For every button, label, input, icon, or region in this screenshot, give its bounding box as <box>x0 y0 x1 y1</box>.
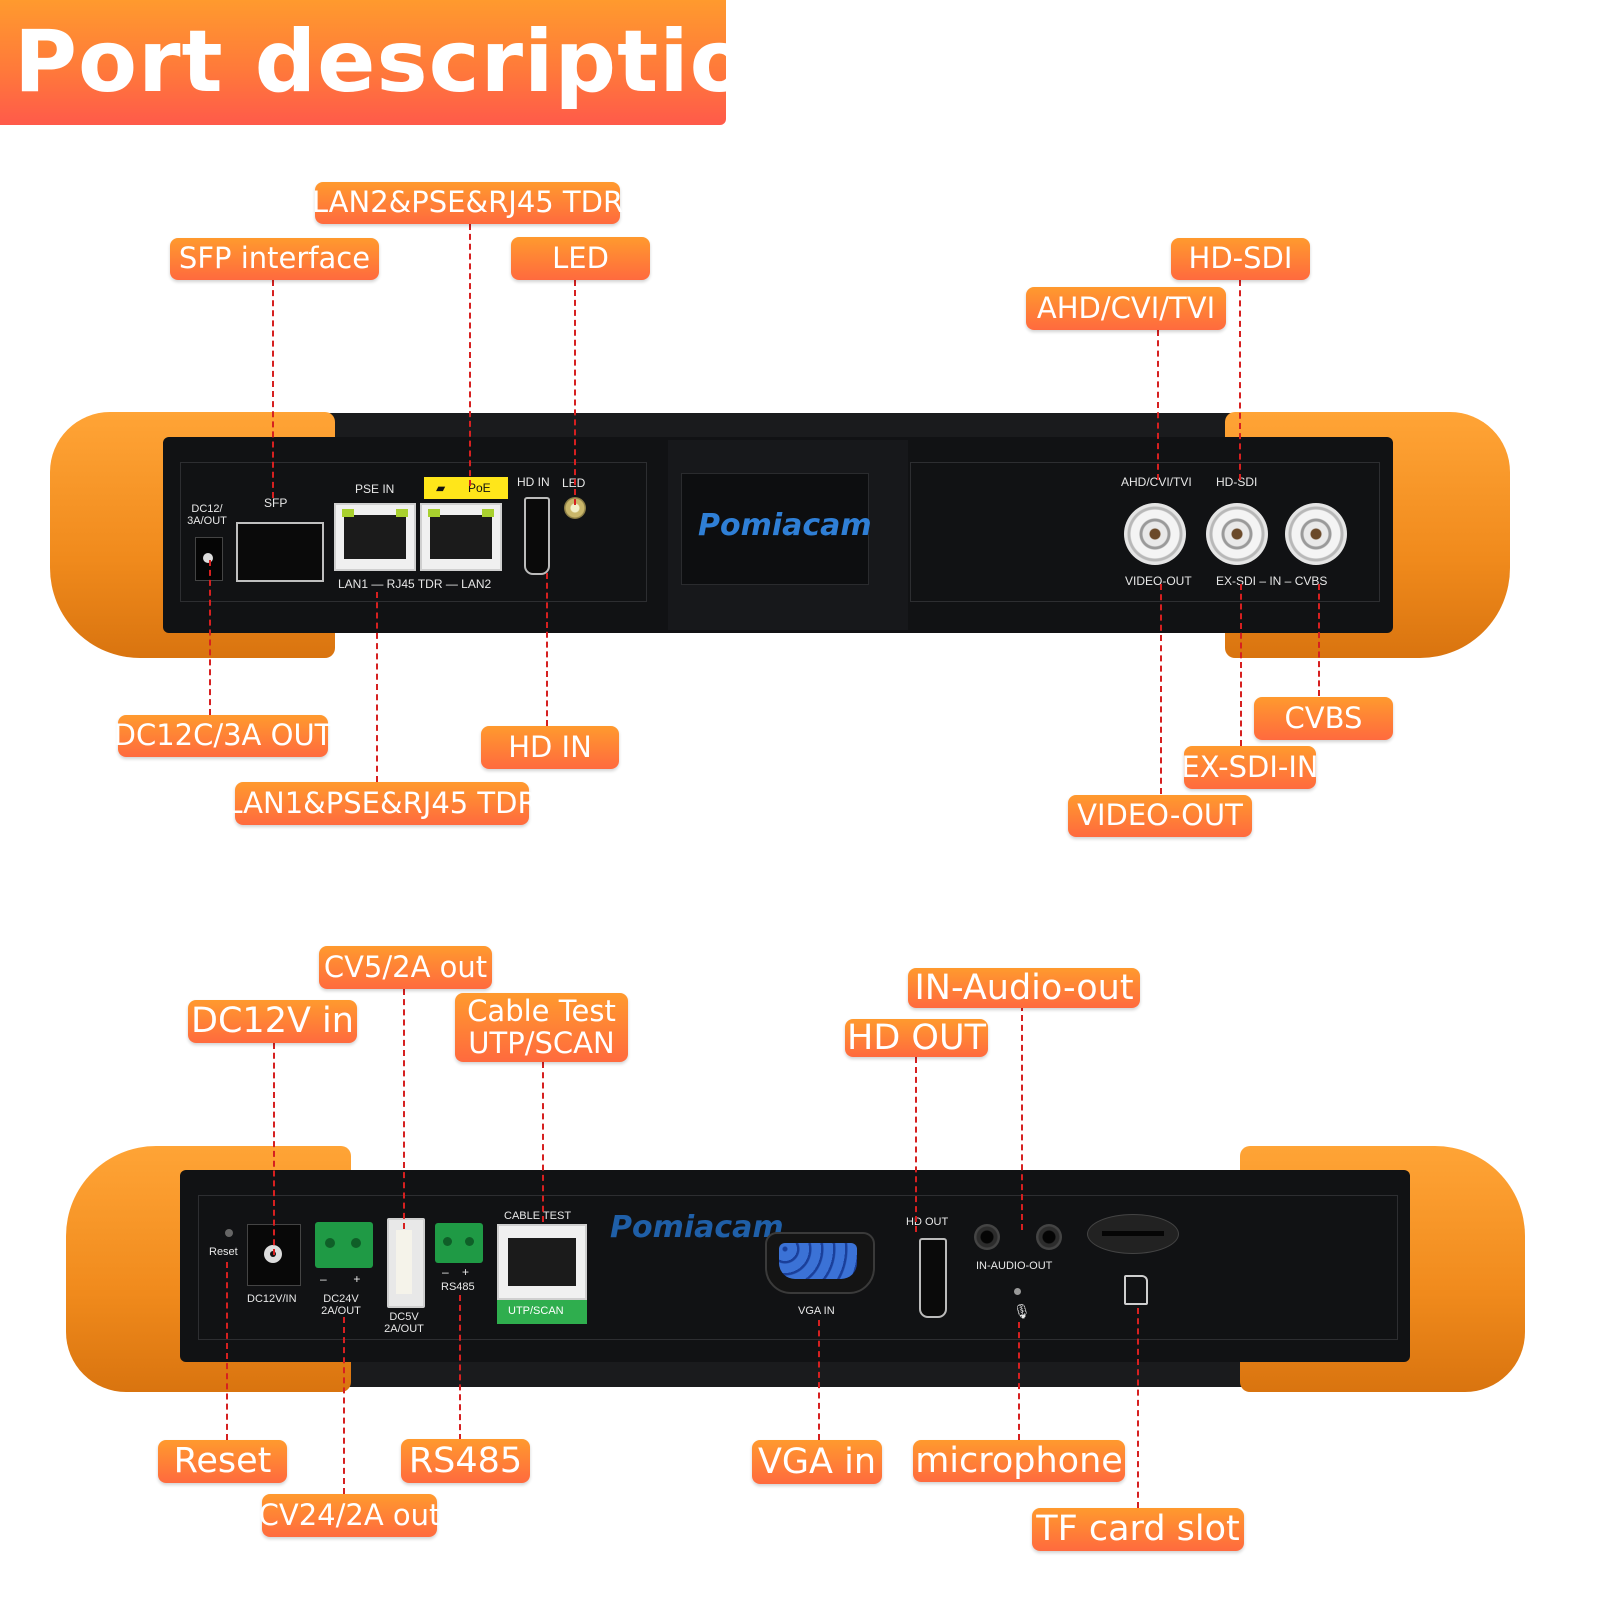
utp-scan-badge: UTP/SCAN <box>497 1300 587 1324</box>
callout-video-out: VIDEO-OUT <box>1068 795 1252 837</box>
ahd-label: AHD/CVI/TVI <box>1121 475 1192 489</box>
leader-line <box>209 560 211 715</box>
callout-led: LED <box>511 237 650 280</box>
page-header: Port description <box>0 0 811 125</box>
callout-ex-sdi: EX-SDI-IN <box>1181 746 1319 789</box>
microphone-icon: 🎙 <box>1013 1303 1031 1319</box>
terminal-block-icon <box>435 1223 483 1263</box>
leader-line <box>574 280 576 505</box>
leader-line <box>1018 1322 1020 1440</box>
dc24v-label: DC24V 2A/OUT <box>321 1293 361 1318</box>
sfp-label: SFP <box>264 496 288 510</box>
hd-in-label: HD IN <box>517 475 550 489</box>
leader-line <box>343 1317 345 1494</box>
bnc-connector-icon <box>1206 503 1268 565</box>
vga-in-label: VGA IN <box>798 1305 835 1317</box>
leader-line <box>226 1262 228 1440</box>
callout-cv24: CV24/2A out <box>259 1494 440 1537</box>
video-out-label: VIDEO-OUT <box>1125 574 1192 588</box>
ex-sdi-row-label: EX-SDI – IN – CVBS <box>1216 574 1328 588</box>
leader-line <box>272 280 274 498</box>
callout-ahd: AHD/CVI/TVI <box>1026 287 1226 330</box>
leader-line <box>546 573 548 726</box>
audio-jack-icon <box>974 1224 1000 1250</box>
callout-dc12v: DC12V in <box>188 1000 357 1043</box>
port-bay <box>198 1195 1398 1340</box>
leader-line <box>1021 1005 1023 1230</box>
page-title: Port description <box>14 12 812 112</box>
sfp-port-icon <box>236 522 324 582</box>
leader-line <box>1318 584 1320 696</box>
dc5v-label: DC5V 2A/OUT <box>384 1311 424 1336</box>
usb-port-icon <box>387 1218 425 1308</box>
callout-cv5: CV5/2A out <box>319 946 492 989</box>
audio-jack-icon <box>1036 1224 1062 1250</box>
reset-hole[interactable] <box>225 1229 233 1237</box>
tf-slot <box>1087 1214 1179 1254</box>
callout-hd-out: HD OUT <box>845 1019 988 1057</box>
callout-tf-card: TF card slot <box>1032 1508 1244 1551</box>
leader-line <box>1160 584 1162 794</box>
vga-port-icon <box>765 1232 875 1294</box>
callout-hd-sdi: HD-SDI <box>1171 238 1310 280</box>
leader-line <box>1240 584 1242 746</box>
leader-line <box>818 1320 820 1440</box>
callout-hd-in: HD IN <box>481 726 619 769</box>
brand-logo: Pomiacam <box>698 508 872 543</box>
rs485-label: RS485 <box>441 1281 475 1293</box>
leader-line <box>542 1062 544 1222</box>
callout-reset: Reset <box>158 1440 287 1483</box>
callout-vga: VGA in <box>752 1440 882 1484</box>
microphone-hole <box>1014 1288 1021 1295</box>
callout-sfp: SFP interface <box>170 238 379 280</box>
bnc-connector-icon <box>1124 503 1186 565</box>
tf-card-icon <box>1124 1275 1148 1305</box>
callout-microphone: microphone <box>913 1440 1125 1482</box>
leader-line <box>915 1057 917 1232</box>
poe-badge: ▰ PoE <box>424 477 508 499</box>
hdmi-port-icon <box>524 497 550 575</box>
callout-in-audio: IN-Audio-out <box>908 968 1140 1008</box>
leader-line <box>376 592 378 782</box>
rj45-port-icon <box>334 503 416 571</box>
rj45-port-icon <box>497 1224 587 1300</box>
callout-dc-out: DC12C/3A OUT <box>114 715 332 757</box>
hdmi-port-icon <box>919 1238 947 1318</box>
bnc-connector-icon <box>1285 503 1347 565</box>
leader-line <box>1137 1308 1139 1508</box>
dc12v-in-label: DC12V/IN <box>247 1293 297 1305</box>
left-port-bay <box>180 462 647 602</box>
right-port-bay <box>910 462 1380 602</box>
camera-icon: ▰ <box>436 481 446 495</box>
hd-out-label: HD OUT <box>906 1216 949 1228</box>
pse-in-label: PSE IN <box>355 482 395 496</box>
terminal-block-icon <box>315 1222 373 1268</box>
leader-line <box>469 224 471 486</box>
audio-label: IN-AUDIO-OUT <box>976 1260 1053 1272</box>
callout-lan2: LAN2&PSE&RJ45 TDR <box>312 182 623 224</box>
brand-logo: Pomiacam <box>610 1210 784 1245</box>
callout-rs485: RS485 <box>401 1439 530 1483</box>
led-indicator <box>564 497 586 519</box>
led-label: LED <box>562 476 586 490</box>
brand-window: Pomiacam <box>681 473 872 585</box>
callout-cvbs: CVBS <box>1254 697 1393 740</box>
rj45-port-icon <box>420 503 502 571</box>
utp-scan-label: UTP/SCAN <box>508 1305 564 1317</box>
dc-out-label: DC12/ 3A/OUT <box>187 503 227 528</box>
leader-line <box>1157 330 1159 480</box>
callout-lan1: LAN1&PSE&RJ45 TDR <box>226 782 538 825</box>
cable-test-label: CABLE TEST <box>504 1210 572 1222</box>
leader-line <box>459 1295 461 1440</box>
leader-line <box>403 989 405 1229</box>
leader-line <box>1239 280 1241 480</box>
hd-sdi-label: HD-SDI <box>1216 475 1258 489</box>
callout-cable-test: Cable Test UTP/SCAN <box>455 993 628 1062</box>
leader-line <box>273 1043 275 1255</box>
poe-label: PoE <box>468 481 491 495</box>
lan-row-label: LAN1 — RJ45 TDR — LAN2 <box>338 577 492 591</box>
reset-label: Reset <box>209 1246 238 1258</box>
